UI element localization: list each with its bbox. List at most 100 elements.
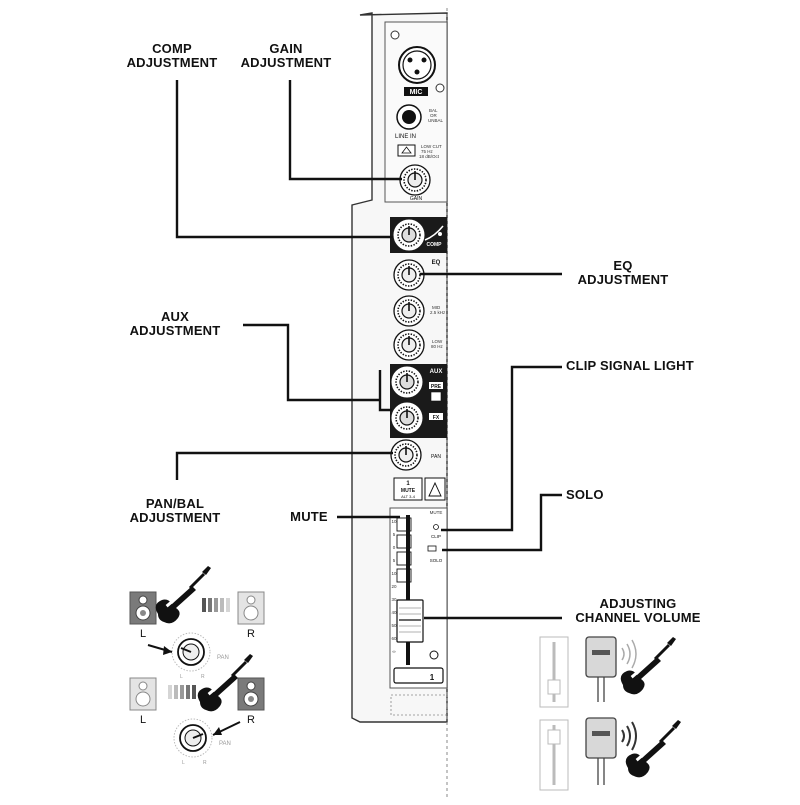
mute-label-callout: MUTE [290,509,328,524]
channel-number: 1 [430,673,435,682]
fader-scale-tick: 10 [391,571,397,576]
bottom-grille [390,694,448,716]
gain-knob[interactable] [399,164,431,196]
sound-gradient [168,685,196,699]
sound-waves-loud [621,721,637,751]
pan-demo: L R PAN L R L R [129,564,265,766]
mute-button-number: 1 [406,481,410,487]
pan-label: PAN [431,454,441,460]
fader-scale-tick: 20 [391,584,397,589]
mic-label: MIC [410,89,423,96]
knob-l-1: L [180,674,183,680]
fader-scale-tick: 5 [393,558,396,563]
solo-label: SOLO [430,558,443,563]
fader-scale-tick: 0 [393,545,396,550]
comp-label: COMP [427,242,443,248]
fader-scale-tick: ∞ [392,649,395,654]
solo-triangle-icon [428,481,442,497]
left-label: L [140,628,146,640]
screw-icon [435,83,445,93]
line-in-jack[interactable] [396,104,422,130]
pan-leader [175,451,393,480]
guitar-icon [154,564,213,625]
eq-label: EQ [432,260,441,266]
fx-badge [429,413,443,420]
callout-lines [175,80,562,620]
knob-l-2: L [182,760,185,766]
fader-closeup-low [585,636,617,702]
channel-fader[interactable] [396,599,424,643]
bal-label-2: OR [430,113,438,118]
arrow-head-icon [213,727,222,735]
knob-r-2: R [203,760,207,766]
aux-pre-knob[interactable] [391,366,423,398]
comp-leader [175,80,393,239]
xlr-input[interactable] [398,46,436,84]
mini-fader-panel [539,636,569,708]
clip-signal-light-label: CLIP SIGNAL LIGHT [566,358,694,373]
eq-low-knob[interactable] [393,329,425,361]
fader-scale-tick: 30 [391,597,397,602]
low-cut-label: LOW CUT [421,144,442,149]
channel-strip: MIC BAL OR UNBAL LINE IN LOW CUT 75 Hz 1… [351,8,448,800]
mini-fader-panel-2 [539,719,569,791]
fader-scale-tick: 40 [391,610,397,615]
low-cut-freq: 75 Hz [421,149,434,154]
sound-gradient [202,598,230,612]
solo-button[interactable] [424,477,446,501]
knob-r-1: R [201,674,205,680]
low-freq: 80 Hz [431,344,444,349]
comp-curve-icon [424,225,444,241]
mute-button-alt: ALT 3-4 [401,494,416,499]
solo-leader [442,493,562,552]
pre-button[interactable] [430,391,442,402]
fx-label: FX [433,415,440,421]
low-cut-button[interactable] [397,144,416,157]
aux-leader [243,323,380,402]
screw-icon [429,650,439,660]
eq-mid-knob[interactable] [393,295,425,327]
guitar-icon [619,635,678,696]
aux-label: AUX [430,369,443,375]
mute-button-label: MUTE [401,488,416,494]
eq-high-knob[interactable] [393,259,425,291]
aux-fx-knob[interactable] [391,402,423,434]
solo-led [427,545,437,552]
fader-scale-tick: 5 [393,532,396,537]
clip-label: CLIP [431,534,441,539]
pre-label: PRE [431,384,442,390]
right-label: R [247,628,255,640]
pan-knob[interactable] [390,439,422,471]
mute-led [433,524,439,530]
pan-demo-knob-left [171,632,211,672]
mute-alt-button[interactable] [393,477,423,501]
fader-scale-tick: 50 [391,623,397,628]
volume-demo [539,635,683,791]
mini-fader-cap-low [547,679,561,695]
mute-led-label: MUTE [430,510,443,515]
pan-demo-knob-right [173,718,213,758]
low-cut-slope: 18 dB/Oct [419,154,440,159]
arrow-head-icon [163,646,172,655]
mini-fader-cap-high [547,729,561,745]
comp-knob[interactable] [393,219,425,251]
fader-scale-tick: 60 [391,636,397,641]
low-cut-icon [401,146,412,154]
channel-label-strip [393,667,444,684]
fader-track [406,515,410,665]
bal-label-1: BAL [429,108,438,113]
solo-label-callout: SOLO [566,487,604,502]
mid-freq: 2.5 kHz [430,310,446,315]
bal-label-3: UNBAL [428,118,444,123]
pan-demo-label-2: PAN [219,741,231,747]
screw-icon [390,30,400,40]
comp-led [438,232,442,236]
clip-leader [441,365,562,532]
left-label-2: L [140,714,146,726]
